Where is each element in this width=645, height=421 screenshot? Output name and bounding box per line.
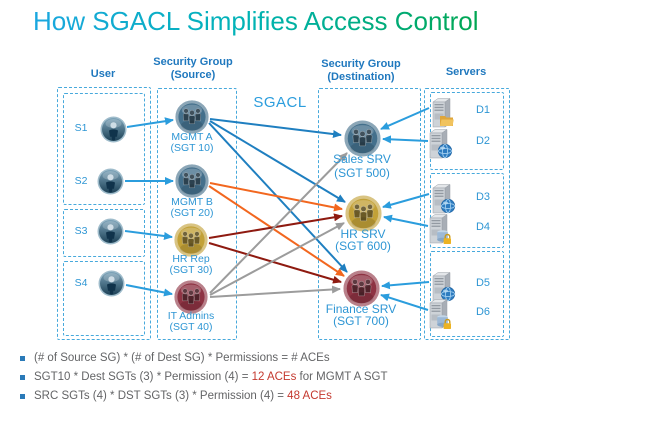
- server-icon-d3: [429, 181, 459, 215]
- edge-it-admins-finance-srv: [209, 285, 341, 298]
- server-label: D3: [475, 191, 491, 203]
- column-header-user: User: [90, 68, 116, 80]
- group-icon-hr-rep: [174, 223, 208, 257]
- edge-mgmt-a-hr-srv: [209, 120, 346, 203]
- user-label: S3: [74, 225, 88, 237]
- group-label: HR Rep: [172, 253, 210, 265]
- bullet-item: SRC SGTs (4) * DST SGTs (3) * Permission…: [20, 390, 388, 402]
- group-label: IT Admins: [167, 310, 215, 322]
- edge-it-admins-hr-srv: [209, 222, 345, 296]
- column-header-source: Security Group (Source): [153, 56, 233, 81]
- column-header-destination: Security Group (Destination): [321, 58, 401, 83]
- user-box-s1-s2: [63, 93, 145, 205]
- group-sgt-label: (SGT 20): [170, 207, 214, 219]
- edge-mgmt-b-finance-srv: [208, 185, 345, 277]
- server-label: D4: [475, 221, 491, 233]
- server-box-d5-d6: [430, 251, 504, 337]
- bullet-text: SRC SGTs (4) * DST SGTs (3) * Permission…: [34, 390, 332, 402]
- user-label: S1: [74, 122, 88, 134]
- edge-s1-mgmt-a: [126, 117, 174, 128]
- source-group-box: [157, 88, 237, 340]
- user-box-s4: [63, 261, 145, 336]
- server-icon-d4: [426, 211, 456, 245]
- group-label: HR SRV: [340, 227, 386, 241]
- server-label: D6: [475, 306, 491, 318]
- group-icon-mgmt-b: [175, 164, 209, 198]
- edge-d2-sales-srv: [382, 135, 429, 144]
- user-icon-s4: [98, 270, 125, 297]
- server-label: D1: [475, 104, 491, 116]
- user-column-box: [57, 87, 151, 340]
- user-icon-s3: [97, 218, 124, 245]
- edge-mgmt-a-sales-srv: [209, 118, 342, 139]
- bullet-text: SGT10 * Dest SGTs (3) * Permission (4) =…: [34, 371, 388, 383]
- group-label: Finance SRV: [325, 302, 397, 316]
- group-sgt-label: (SGT 700): [333, 314, 389, 328]
- group-sgt-label: (SGT 600): [335, 239, 391, 253]
- edge-hr-rep-finance-srv: [208, 242, 342, 284]
- edge-d4-hr-srv: [383, 214, 429, 227]
- group-sgt-label: (SGT 30): [169, 264, 213, 276]
- edge-s3-hr-rep: [124, 230, 173, 240]
- user-icon-s2: [97, 168, 124, 195]
- group-label: MGMT A: [171, 131, 213, 143]
- bullet-square-icon: [20, 356, 25, 361]
- bullet-square-icon: [20, 375, 25, 380]
- edge-it-admins-sales-srv: [209, 152, 348, 294]
- server-icon-d2: [426, 126, 456, 160]
- group-icon-mgmt-a: [175, 100, 209, 134]
- group-label: Sales SRV: [333, 152, 391, 166]
- server-icon-d1: [429, 95, 459, 129]
- edge-d6-finance-srv: [380, 293, 429, 311]
- edge-d3-hr-srv: [382, 193, 430, 209]
- group-label: MGMT B: [171, 196, 213, 208]
- group-icon-it-admins: [174, 280, 208, 314]
- edge-d1-sales-srv: [380, 107, 430, 130]
- edge-s4-it-admins: [125, 284, 173, 297]
- server-icon-d6: [426, 296, 456, 330]
- edge-d5-finance-srv: [381, 281, 430, 290]
- user-label: S4: [74, 277, 88, 289]
- column-header-servers: Servers: [445, 66, 487, 78]
- server-box-d1-d2: [430, 92, 504, 170]
- bullet-list: (# of Source SG) * (# of Dest SG) * Perm…: [20, 352, 388, 409]
- group-sgt-label: (SGT 500): [334, 166, 390, 180]
- bullet-item: (# of Source SG) * (# of Dest SG) * Perm…: [20, 352, 388, 364]
- group-sgt-label: (SGT 10): [170, 142, 214, 154]
- user-icon-s1: [100, 116, 127, 143]
- bullet-item: SGT10 * Dest SGTs (3) * Permission (4) =…: [20, 371, 388, 383]
- bullet-square-icon: [20, 394, 25, 399]
- edge-mgmt-a-finance-srv: [208, 122, 348, 273]
- server-box-d3-d4: [430, 173, 504, 248]
- sgacl-label: SGACL: [253, 94, 307, 111]
- edge-mgmt-b-hr-srv: [209, 182, 343, 212]
- group-sgt-label: (SGT 40): [169, 321, 213, 333]
- servers-column-box: [424, 88, 510, 340]
- destination-group-box: [318, 88, 421, 340]
- bullet-text: (# of Source SG) * (# of Dest SG) * Perm…: [34, 352, 330, 364]
- user-label: S2: [74, 175, 88, 187]
- server-label: D2: [475, 135, 491, 147]
- slide-title: How SGACL Simplifies Access Control: [33, 6, 479, 36]
- server-label: D5: [475, 277, 491, 289]
